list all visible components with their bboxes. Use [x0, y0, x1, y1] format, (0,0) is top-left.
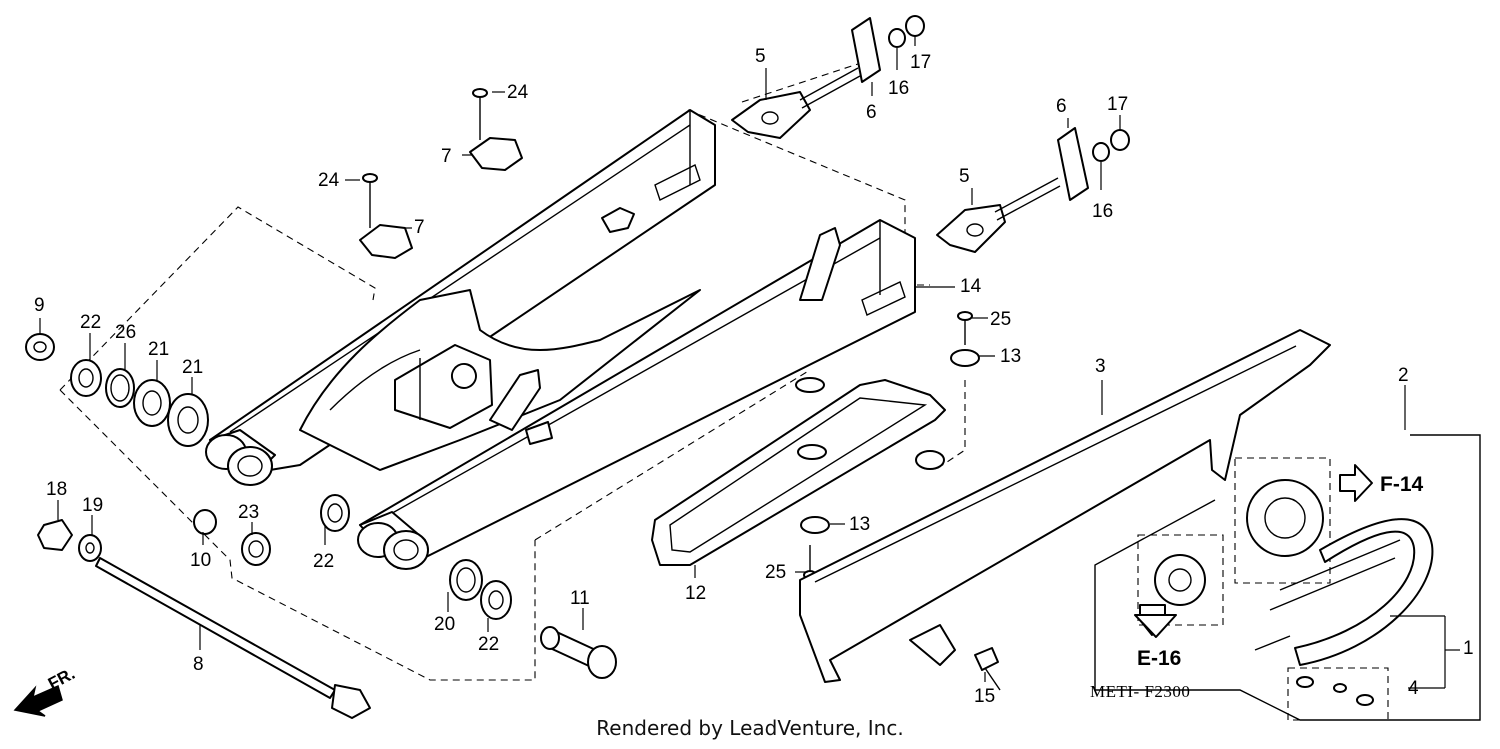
label-14: 14	[960, 276, 982, 297]
label-17-top: 17	[910, 52, 931, 73]
part-labels: 1 2 3 4 5 5 6 6 7 7 8 9 10 11 12 13 13 1…	[34, 46, 1474, 707]
label-5-lower: 5	[959, 166, 970, 187]
label-16-lower: 16	[1092, 201, 1113, 222]
drive-chain-set	[1094, 434, 1481, 721]
label-24-top: 24	[507, 82, 529, 103]
chain-slider	[651, 311, 980, 580]
label-8: 8	[193, 654, 204, 675]
label-2: 2	[1398, 365, 1409, 386]
label-24-lower: 24	[318, 170, 340, 191]
front-direction-arrow	[13, 684, 63, 717]
label-13-lower: 13	[849, 514, 870, 535]
label-22-right: 22	[478, 634, 499, 655]
label-5-top: 5	[755, 46, 766, 67]
diagram-code: METI- F2300	[1090, 682, 1190, 701]
label-25-top: 25	[990, 309, 1011, 330]
label-6-lower: 6	[1056, 96, 1067, 117]
label-22-mid: 22	[313, 551, 334, 572]
label-21-right: 21	[182, 357, 203, 378]
label-6-top: 6	[866, 102, 877, 123]
label-9: 9	[34, 295, 45, 316]
leader-lines	[39, 36, 1460, 689]
label-20: 20	[434, 614, 455, 635]
label-1: 1	[1463, 638, 1474, 659]
chain-adjusters	[731, 15, 1130, 253]
label-7-lower: 7	[414, 217, 425, 238]
label-25-lower: 25	[765, 562, 786, 583]
label-13-top: 13	[1000, 346, 1021, 367]
swingarm	[205, 109, 916, 570]
label-16-top: 16	[888, 78, 909, 99]
label-12: 12	[685, 583, 706, 604]
clamps	[359, 88, 523, 259]
label-18: 18	[46, 479, 67, 500]
chain-case	[799, 329, 1331, 691]
label-10: 10	[190, 550, 211, 571]
label-26: 26	[115, 322, 136, 343]
label-4: 4	[1408, 678, 1419, 699]
label-21-left: 21	[148, 339, 169, 360]
label-11: 11	[570, 588, 590, 609]
label-15: 15	[974, 686, 995, 707]
footer-credit: Rendered by LeadVenture, Inc.	[596, 716, 904, 740]
label-3: 3	[1095, 356, 1106, 377]
label-23: 23	[238, 502, 259, 523]
label-7-top: 7	[441, 146, 452, 167]
label-17-lower: 17	[1107, 94, 1128, 115]
label-22-left: 22	[80, 312, 101, 333]
label-19: 19	[82, 495, 103, 516]
reference-f14[interactable]: F-14	[1380, 473, 1424, 496]
pivot-hardware	[25, 333, 617, 719]
reference-e16[interactable]: E-16	[1137, 647, 1181, 670]
